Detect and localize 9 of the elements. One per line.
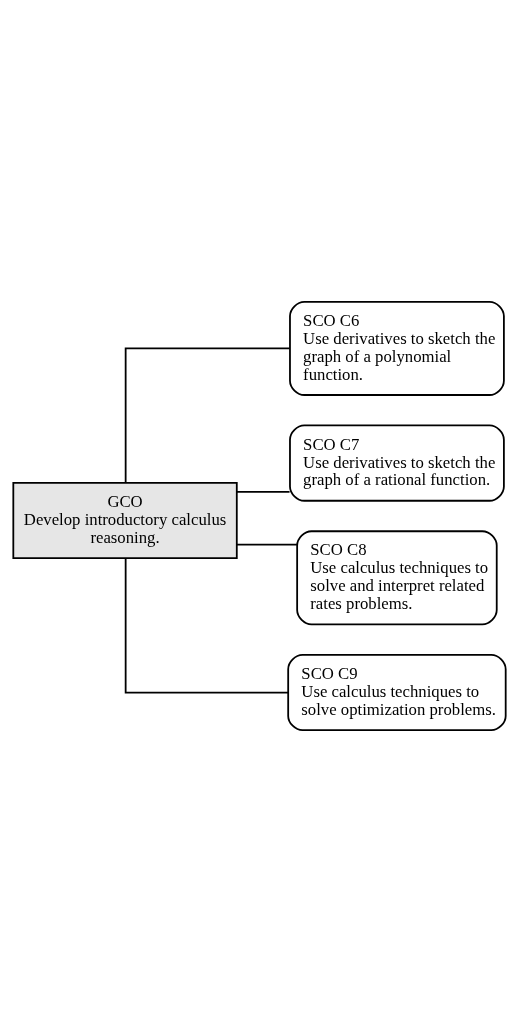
node-box: SCO C8 Use calculus techniques to solve and interpret related rates problems.	[296, 530, 498, 626]
connector	[235, 543, 298, 546]
node-box: SCO C9 Use calculus techniques to solve optimization problems.	[287, 654, 507, 732]
node-box: GCO Develop introductory calculus reasoning.	[12, 481, 238, 560]
node-box: SCO C6 Use derivatives to sketch the graph of a polynomial function.	[289, 300, 505, 396]
connector	[235, 490, 291, 493]
connector	[124, 557, 290, 694]
connector	[124, 347, 291, 484]
node-box: SCO C7 Use derivatives to sketch the graph of a rational function.	[289, 424, 505, 502]
